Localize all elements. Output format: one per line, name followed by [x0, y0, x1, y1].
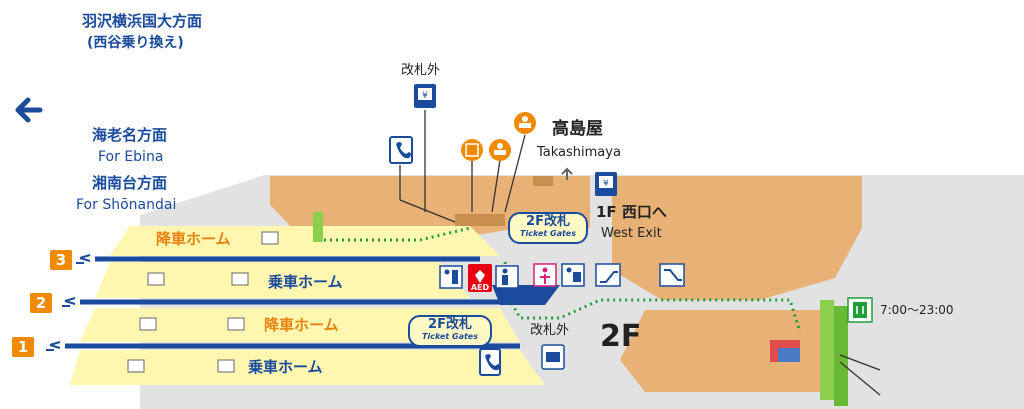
takashimaya-jp: 高島屋 [552, 119, 603, 139]
takashimaya-en: Takashimaya [537, 145, 621, 160]
platform-boarding-lower [70, 350, 545, 385]
platform-boarding-upper-label: 乗車ホーム [268, 273, 343, 291]
floor-label: 2F [600, 319, 642, 354]
ticket-gates-lower-en: Ticket Gates [422, 332, 478, 341]
left-arrow-icon [15, 97, 43, 123]
direction-shonandai-en: For Shōnandai [76, 197, 177, 213]
direction-ebina-jp: 海老名方面 [92, 126, 168, 144]
track-number-2: 2 [30, 293, 52, 313]
platform-arrival-lower-label: 降車ホーム [264, 316, 339, 334]
station-shop [492, 285, 560, 305]
track-number-3: 3 [50, 250, 72, 270]
track-number-1: 1 [12, 337, 34, 357]
outside-gate-label-bottom: 改札外 [530, 323, 570, 338]
west-exit-jp: 1F 西口へ [596, 203, 667, 221]
building-block-lower [620, 310, 835, 392]
ticket-gates-upper: 2F改札 Ticket Gates [508, 212, 588, 244]
west-exit-en: West Exit [601, 226, 662, 241]
ticket-gates-lower: 2F改札 Ticket Gates [408, 315, 492, 347]
direction-ebina-en: For Ebina [98, 149, 164, 165]
ticket-gates-upper-jp: 2F改札 [526, 214, 570, 229]
direction-hazawa: 羽沢横浜国大方面 [82, 12, 203, 30]
outside-gate-label-top: 改札外 [401, 63, 441, 78]
platform-boarding-upper [95, 262, 470, 298]
platform-arrival-upper [110, 226, 500, 256]
ticket-gates-upper-en: Ticket Gates [520, 229, 576, 238]
platform-arrival-upper-label: 降車ホーム [156, 230, 231, 248]
direction-hazawa-note: (西谷乗り換え) [87, 35, 184, 51]
direction-shonandai-jp: 湘南台方面 [92, 174, 168, 192]
elevator-hours: 7:00～23:00 [880, 303, 954, 317]
route-path [318, 226, 802, 333]
ticket-gates-lower-jp: 2F改札 [428, 317, 472, 332]
platform-boarding-lower-label: 乗車ホーム [248, 358, 323, 376]
elevator-pillar [313, 212, 323, 242]
